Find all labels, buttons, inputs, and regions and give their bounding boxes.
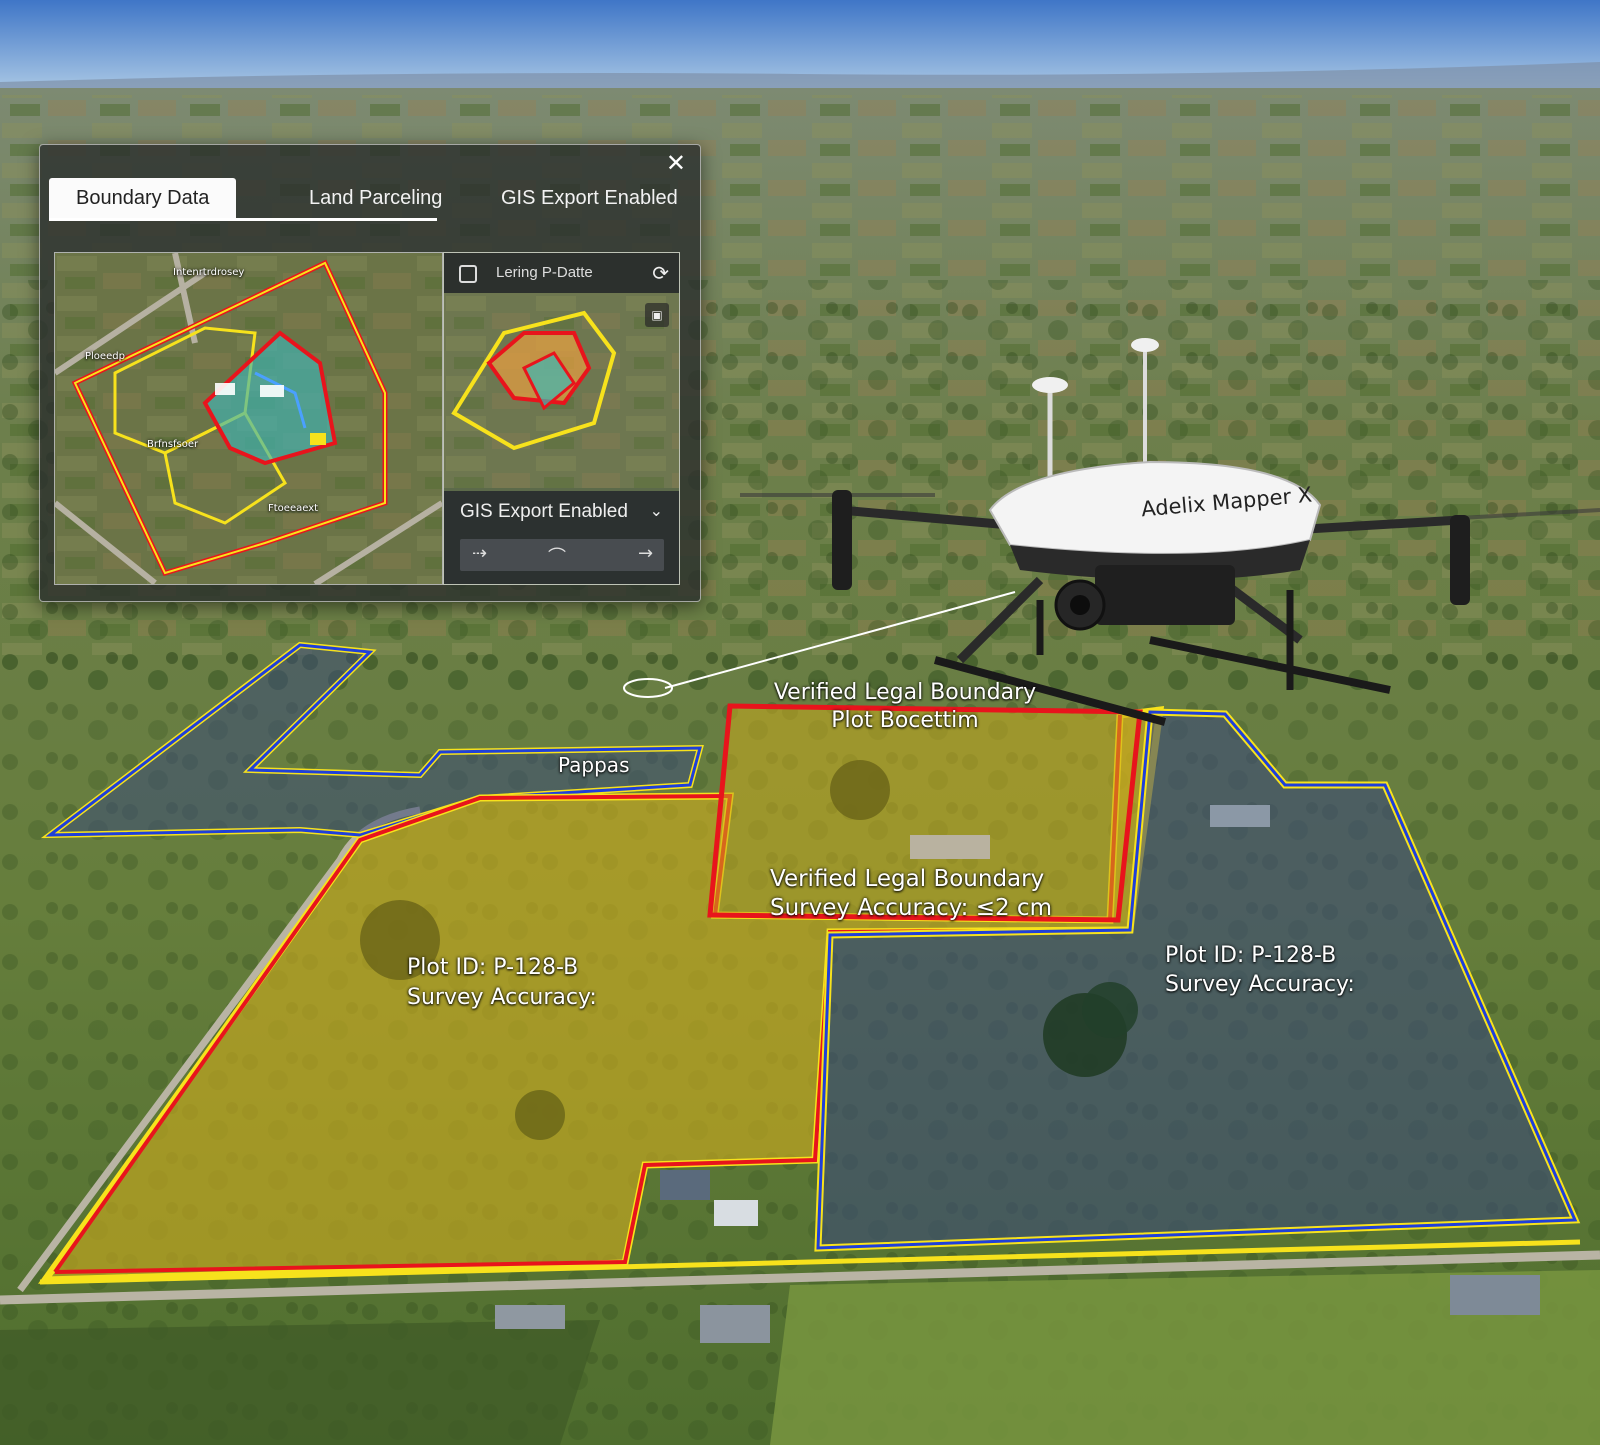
map-label-3: Brfnsfsoer bbox=[147, 439, 199, 450]
parcel-yellow-north bbox=[707, 703, 1143, 923]
label-survey-accuracy-left: Survey Accuracy: bbox=[407, 985, 597, 1010]
arrow-right-icon[interactable]: → bbox=[638, 543, 654, 564]
boundary-data-panel: ✕ Boundary Data Land Parceling GIS Expor… bbox=[39, 144, 701, 602]
side-panel-header: Lering P-Datte ⟳ bbox=[444, 253, 679, 293]
tab-boundary-data[interactable]: Boundary Data bbox=[49, 178, 237, 218]
export-toolbar: ⇢ ⌒ → bbox=[460, 539, 664, 571]
map-label-2: Ploeedp bbox=[85, 351, 125, 362]
refresh-icon[interactable]: ⟳ bbox=[652, 261, 669, 285]
side-panel: Lering P-Datte ⟳ ▣ GIS Export Enabled ⌄ … bbox=[443, 252, 680, 585]
label-plot-id-right: Plot ID: P-128-B bbox=[1165, 943, 1337, 968]
gis-export-box: GIS Export Enabled ⌄ ⇢ ⌒ → bbox=[444, 491, 679, 584]
map-label-1: Intenrtrdrosey bbox=[173, 267, 245, 278]
layer-checkbox[interactable] bbox=[459, 265, 477, 283]
parcel-map-main[interactable]: Intenrtrdrosey Ploeedp Brfnsfsoer Ftoeea… bbox=[54, 252, 443, 585]
layers-icon[interactable]: ▣ bbox=[645, 303, 669, 327]
tab-gis-export[interactable]: GIS Export Enabled bbox=[501, 187, 678, 209]
label-plot-id-left: Plot ID: P-128-B bbox=[407, 955, 579, 980]
close-icon[interactable]: ✕ bbox=[665, 149, 686, 177]
side-panel-title: Lering P-Datte bbox=[496, 264, 593, 281]
import-icon[interactable]: ⇢ bbox=[472, 543, 488, 564]
label-small-parcel: Pappаs bbox=[558, 753, 630, 777]
active-tab-underline bbox=[49, 218, 437, 221]
label-plot-top: Plot Bocettim bbox=[831, 708, 979, 733]
map-label-4: Ftoeeaext bbox=[268, 503, 319, 514]
gis-export-label: GIS Export Enabled bbox=[460, 501, 628, 522]
label-survey-accuracy-center: Survey Accuracy: ≤2 cm bbox=[770, 895, 1052, 921]
parcel-map-detail[interactable] bbox=[444, 293, 679, 488]
tab-land-parceling[interactable]: Land Parceling bbox=[309, 187, 443, 209]
chevron-down-icon[interactable]: ⌄ bbox=[649, 501, 663, 520]
label-verified-boundary-center: Verified Legal Boundary bbox=[770, 866, 1045, 892]
label-survey-accuracy-right: Survey Accuracy: bbox=[1165, 972, 1355, 997]
drone-icon[interactable]: ⌒ bbox=[548, 547, 566, 568]
panel-tabs: Boundary Data Land Parceling GIS Export … bbox=[49, 178, 689, 221]
drone bbox=[623, 338, 1600, 726]
label-verified-boundary-top: Verified Legal Boundary bbox=[773, 680, 1037, 705]
